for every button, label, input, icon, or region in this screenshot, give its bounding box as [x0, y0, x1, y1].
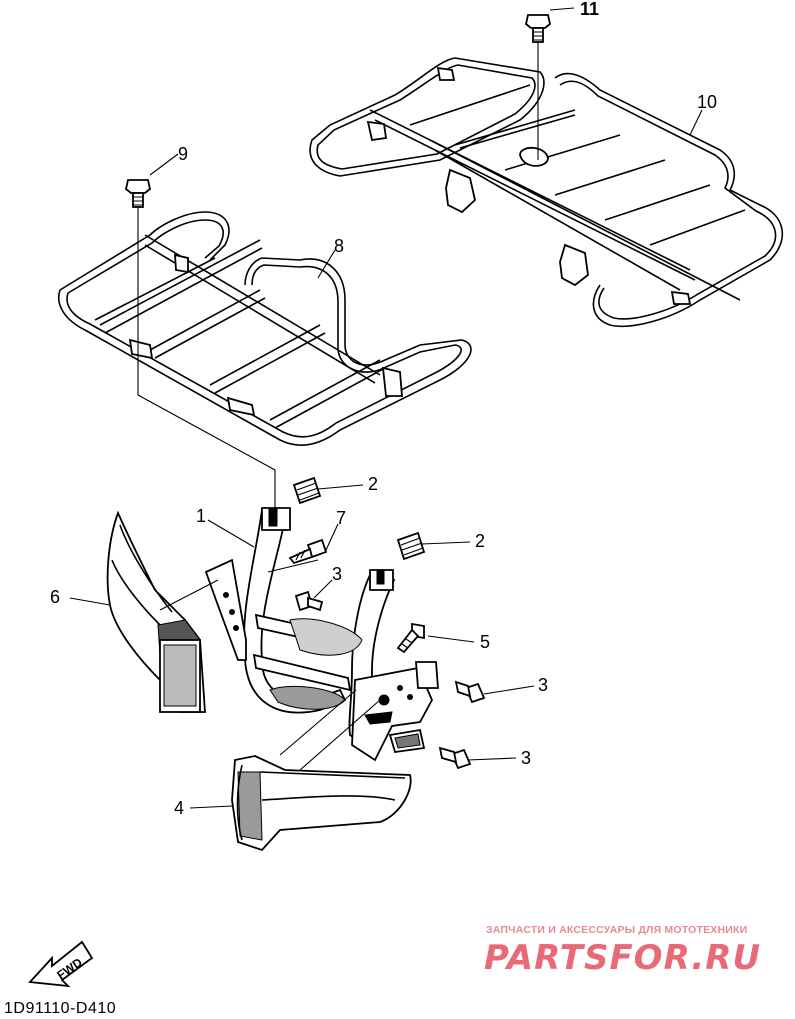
watermark-caption: ЗАПЧАСТИ И АКСЕССУАРЫ ДЛЯ МОТОТЕХНИКИ	[486, 924, 748, 936]
bolt-11	[524, 14, 552, 43]
grommet-2-lower	[396, 531, 426, 561]
bolt-3-middle	[454, 680, 486, 704]
forward-direction-arrow: FWD	[28, 940, 94, 988]
assembly-guide-lines	[137, 42, 539, 771]
callout-3-lower: 3	[521, 748, 531, 768]
callout-2-upper: 2	[368, 474, 378, 494]
bolt-9	[124, 179, 152, 208]
rear-carrier-rack	[309, 57, 784, 328]
callout-9: 9	[178, 144, 188, 164]
callout-3-upper: 3	[332, 564, 342, 584]
diagram-code: 1D91110-D410	[4, 1000, 117, 1017]
callout-4: 4	[174, 798, 184, 818]
screw-5	[396, 622, 425, 654]
guard-panel-right	[231, 755, 412, 852]
callout-3-middle: 3	[538, 675, 548, 695]
callout-5: 5	[480, 632, 490, 652]
callout-10: 10	[697, 92, 717, 112]
bolt-3-upper	[294, 590, 324, 612]
callout-6: 6	[50, 587, 60, 607]
callout-8: 8	[334, 236, 344, 256]
bolt-3-lower	[438, 746, 472, 770]
front-carrier-rack	[58, 211, 472, 446]
grommet-2-upper	[292, 476, 322, 505]
callout-1: 1	[196, 506, 206, 526]
guard-panel-left	[106, 510, 206, 713]
screw-7	[288, 538, 328, 565]
watermark-logo: PARTSFOR.RU	[484, 938, 762, 978]
callout-leaders	[69, 7, 703, 809]
callout-7: 7	[336, 508, 346, 528]
callout-2-lower: 2	[475, 531, 485, 551]
callout-11: 11	[580, 0, 599, 19]
front-guard-frame	[204, 507, 439, 762]
